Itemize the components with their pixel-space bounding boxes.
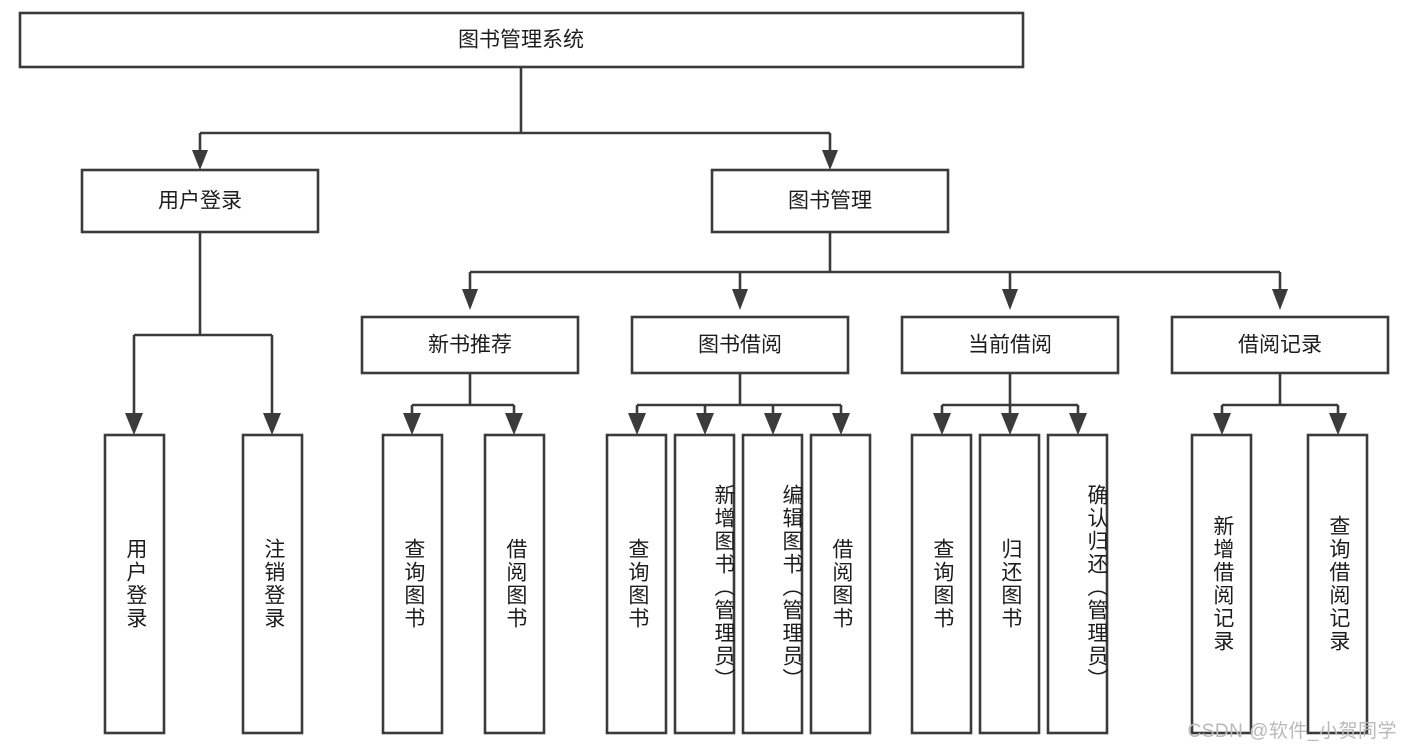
csdn-watermark: CSDN @软件_小贺同学 [1187, 721, 1397, 742]
node-leaf-user-login[interactable] [103, 433, 166, 735]
node-new-book-recommend[interactable] [360, 315, 580, 375]
arrowhead-nbr-leaf1 [403, 413, 421, 435]
arrowhead-tsjy-leaf3 [764, 413, 782, 435]
arrowhead-tsjy-leaf2 [696, 413, 714, 435]
arrowhead-current-borrow [1002, 289, 1018, 310]
node-leaf-nbr-borrow-book[interactable] [483, 433, 546, 735]
arrowhead-leaf-logout [263, 413, 281, 435]
arrowhead-tsjy-leaf4 [832, 413, 850, 435]
arrowhead-dqjy-leaf2 [1001, 413, 1019, 435]
arrowhead-new-book-recommend [462, 289, 478, 310]
node-leaf-tsjy-query-book[interactable] [605, 433, 668, 735]
node-borrow-record[interactable] [1170, 315, 1390, 375]
node-book-management[interactable] [710, 168, 950, 234]
node-user-login[interactable] [80, 168, 320, 234]
arrowhead-nbr-leaf2 [505, 413, 523, 435]
node-book-management-label: 图书管理 [788, 190, 872, 213]
node-book-borrow-label: 图书借阅 [698, 334, 782, 357]
node-leaf-tsjy-edit-book-admin[interactable] [741, 433, 804, 735]
arrowhead-jyjl-leaf2 [1329, 413, 1347, 435]
arrowhead-borrow-record [1272, 289, 1288, 310]
node-user-login-label: 用户登录 [158, 190, 242, 213]
node-leaf-dqjy-return-book[interactable] [978, 433, 1041, 735]
node-root-label: 图书管理系统 [458, 29, 584, 52]
node-current-borrow[interactable] [900, 315, 1120, 375]
arrowhead-tsjy-leaf1 [628, 413, 646, 435]
arrowhead-to-book-management [822, 150, 838, 170]
node-leaf-nbr-query-book[interactable] [381, 433, 444, 735]
node-leaf-dqjy-query-book[interactable] [910, 433, 973, 735]
node-new-book-recommend-label: 新书推荐 [428, 334, 512, 357]
node-leaf-dqjy-confirm-return-admin[interactable] [1046, 433, 1109, 735]
node-leaf-logout[interactable] [241, 433, 304, 735]
node-root-book-management-system[interactable] [18, 11, 1025, 69]
connector-group [125, 67, 1347, 435]
node-leaf-jyjl-add-record[interactable] [1190, 433, 1253, 735]
node-leaf-jyjl-query-record[interactable] [1306, 433, 1369, 735]
node-borrow-record-label: 借阅记录 [1238, 334, 1322, 357]
node-leaf-tsjy-add-book-admin[interactable] [673, 433, 736, 735]
arrowhead-to-user-login [192, 150, 208, 170]
arrowhead-book-borrow [732, 289, 748, 310]
node-current-borrow-label: 当前借阅 [968, 334, 1052, 357]
node-group: 图书管理系统 用户登录 图书管理 新书推荐 图书借阅 当前借阅 借阅记录 [18, 11, 1390, 735]
arrowhead-dqjy-leaf3 [1069, 413, 1087, 435]
arrowhead-jyjl-leaf1 [1213, 413, 1231, 435]
node-book-borrow[interactable] [630, 315, 850, 375]
arrowhead-leaf-user-login [125, 413, 143, 435]
arrowhead-dqjy-leaf1 [933, 413, 951, 435]
node-leaf-tsjy-borrow-book[interactable] [809, 433, 872, 735]
